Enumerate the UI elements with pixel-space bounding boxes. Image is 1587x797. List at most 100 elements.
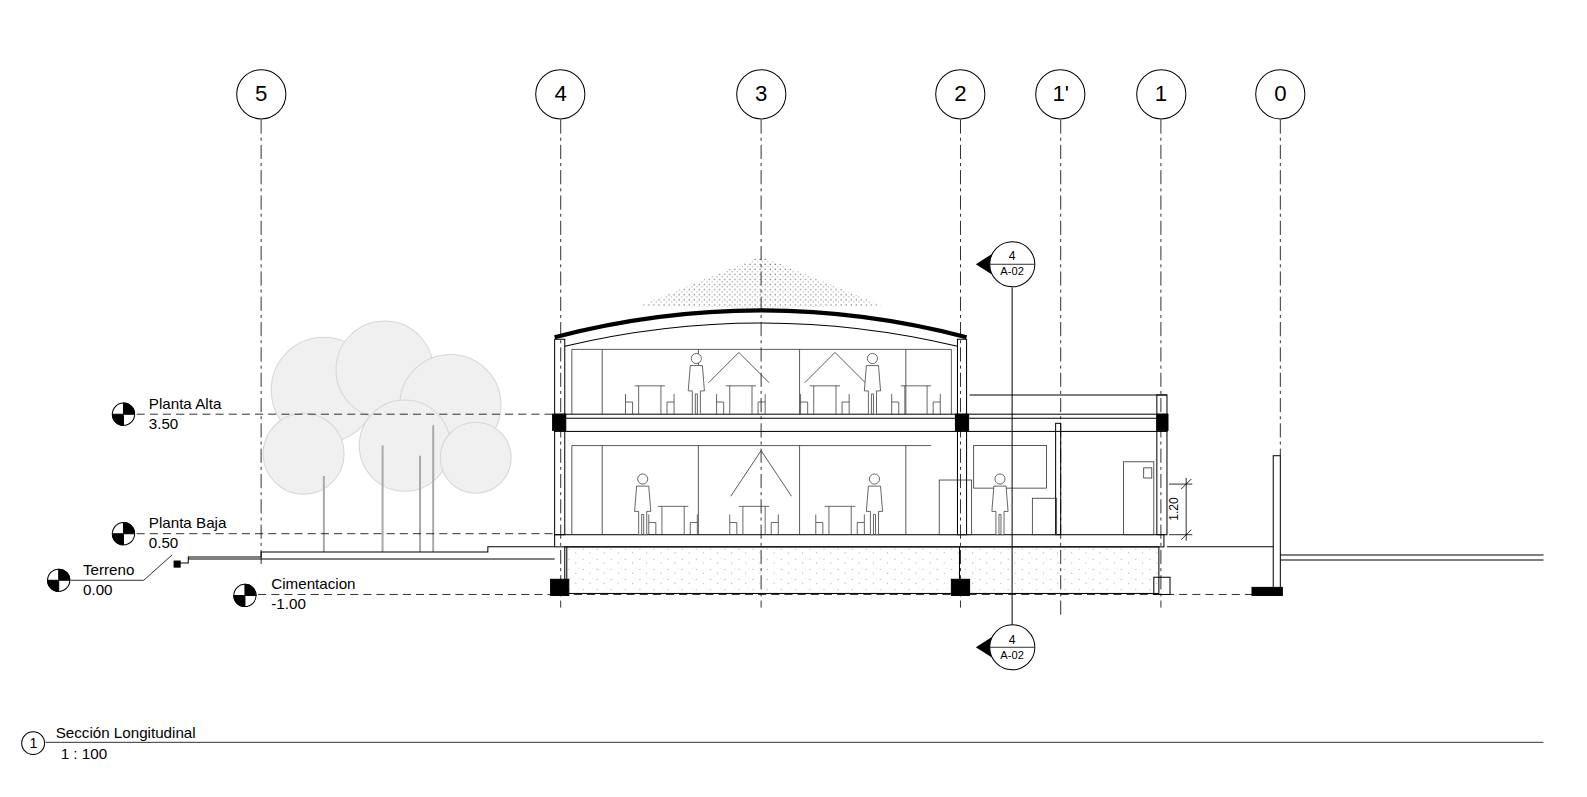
drawing-part — [1280, 119, 1281, 455]
bubble-circle — [22, 731, 45, 754]
grid-bubble: 2 — [935, 69, 986, 120]
drawing-part — [698, 446, 699, 535]
grid-label: 2 — [935, 69, 986, 120]
drawing-part — [571, 446, 572, 535]
grid-label: 4 — [535, 69, 586, 120]
grid-bubble: 3 — [736, 69, 787, 120]
drawing-part — [1167, 546, 1273, 547]
drawing-part — [602, 349, 603, 414]
drawing-part — [572, 445, 931, 446]
drawing-part — [180, 547, 554, 563]
bubble-circle — [237, 70, 286, 119]
drawing-part — [955, 414, 968, 430]
bubble-circle — [936, 70, 985, 119]
level-lines — [137, 414, 1281, 594]
drawing-part — [359, 400, 450, 491]
drawing-part — [688, 353, 704, 414]
drawing-part — [959, 547, 960, 579]
drawing-part — [816, 506, 865, 534]
drawing-part — [730, 506, 779, 534]
drawing-part — [1157, 414, 1168, 430]
level-name: Planta Alta — [149, 396, 222, 412]
drawing-part — [635, 474, 651, 535]
drawing-part — [640, 256, 883, 308]
tree — [263, 321, 511, 552]
drawing-part — [1280, 560, 1543, 561]
title-line — [46, 742, 1544, 743]
level-elevation: 0.50 — [149, 535, 179, 551]
bubble-circle — [1036, 70, 1085, 119]
drawing-part — [71, 555, 172, 580]
section-line — [1012, 287, 1013, 624]
drawing-part — [571, 349, 572, 414]
drawing-part — [263, 413, 344, 494]
drawing-part — [951, 579, 969, 595]
drawing-part — [234, 584, 256, 606]
drawing-part — [905, 349, 906, 414]
drawing-part — [565, 418, 1157, 419]
detail-number: 4 — [989, 241, 1036, 264]
drawing-part — [799, 349, 800, 414]
drawing-part — [649, 506, 698, 534]
grid-label: 1 — [1136, 69, 1187, 120]
furniture — [625, 353, 1008, 534]
node-outline — [989, 624, 1036, 671]
drawing-part — [864, 353, 880, 414]
drawing-part — [112, 523, 134, 545]
level-elevation: -1.00 — [271, 596, 306, 612]
level-elevation: 0.00 — [83, 582, 113, 598]
drawing-part — [1060, 119, 1061, 614]
drawing-part — [1186, 478, 1187, 541]
drawing-part — [731, 451, 792, 497]
grid-bubble: 1' — [1035, 69, 1086, 120]
drawing-part — [234, 584, 256, 606]
drawing-part — [1252, 587, 1282, 595]
grid-lines — [261, 119, 1280, 614]
divider-line — [990, 647, 1035, 648]
drawing-part — [992, 474, 1008, 535]
grid-bubble: 5 — [236, 69, 287, 120]
view-number: 1 — [21, 731, 45, 755]
drawing-part — [551, 579, 569, 595]
bubble-circle — [536, 70, 585, 119]
drawing-part — [1169, 484, 1192, 485]
drawing-part — [112, 403, 134, 425]
drawing-part — [970, 394, 1167, 395]
divider-line — [990, 264, 1035, 265]
drawing-part — [565, 547, 1159, 594]
drawing-part — [48, 569, 70, 591]
drawing-part — [939, 480, 971, 535]
drawing-part — [905, 446, 906, 535]
drawing-part — [1169, 534, 1192, 535]
drawing-part — [1032, 498, 1056, 534]
drawing-part — [112, 403, 134, 425]
drawing-part — [174, 561, 180, 567]
drawing-part — [1181, 530, 1191, 540]
sheet-number: A-02 — [989, 648, 1036, 671]
drawing-part — [717, 386, 766, 414]
grid-label: 3 — [736, 69, 787, 120]
drawing-part — [48, 569, 70, 591]
grid-bubble: 1 — [1136, 69, 1187, 120]
section-marker: 4A-02 — [989, 624, 1036, 671]
drawing-part — [957, 339, 966, 534]
drawing-part — [188, 559, 554, 560]
drawing-part — [137, 533, 555, 534]
bubble-circle — [990, 242, 1035, 287]
node-outline — [989, 241, 1036, 288]
drawing-part — [1154, 577, 1170, 594]
drawing-part — [1144, 468, 1152, 478]
bubble-circle — [737, 70, 786, 119]
drawing-part — [1181, 479, 1191, 489]
drawing-part — [440, 422, 511, 493]
level-symbols — [48, 403, 256, 607]
detail-number: 4 — [989, 624, 1036, 647]
grid-label: 1' — [1035, 69, 1086, 120]
drawing-part — [137, 414, 555, 415]
sheet-number: A-02 — [989, 264, 1036, 287]
drawing-part — [602, 446, 603, 535]
drawing-part — [951, 349, 952, 414]
drawing-part — [625, 386, 674, 414]
grid-label: 5 — [236, 69, 287, 120]
